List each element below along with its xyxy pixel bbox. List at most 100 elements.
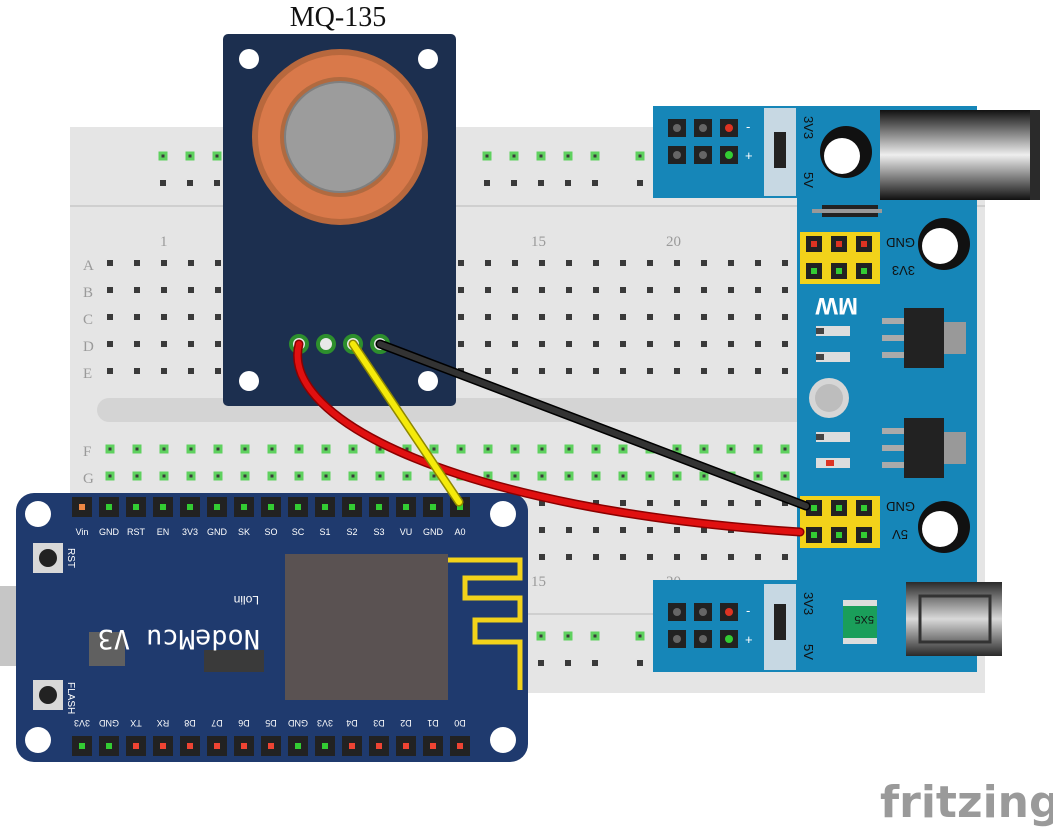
breadboard-hole xyxy=(484,180,490,186)
breadboard-hole xyxy=(563,631,573,641)
breadboard-hole xyxy=(590,151,600,161)
breadboard-hole xyxy=(510,471,520,481)
mount-hole xyxy=(239,49,259,69)
nodemcu-pin-label: GND xyxy=(207,527,228,537)
breadboard-hole xyxy=(728,341,734,347)
wires xyxy=(293,339,811,537)
breadboard-hole xyxy=(485,287,491,293)
nodemcu-pin-dot xyxy=(403,504,409,510)
breadboard-hole xyxy=(647,527,653,533)
breadboard-hole xyxy=(536,151,546,161)
breadboard-hole xyxy=(728,368,734,374)
nodemcu-pin-dot xyxy=(430,743,436,749)
breadboard-hole xyxy=(674,554,680,560)
nodemcu-pin-label: 3V3 xyxy=(317,718,333,728)
breadboard-hole xyxy=(482,151,492,161)
breadboard-hole xyxy=(485,314,491,320)
breadboard-hole xyxy=(537,471,547,481)
breadboard-hole xyxy=(618,444,628,454)
breadboard-hole xyxy=(782,554,788,560)
breadboard-hole xyxy=(107,260,113,266)
breadboard-hole xyxy=(593,260,599,266)
nodemcu-pin-label: A0 xyxy=(454,527,465,537)
breadboard-hole xyxy=(132,444,142,454)
gnd-5v-header: GND 5V xyxy=(800,496,915,548)
usb-connector xyxy=(906,582,1002,656)
row-label-e: E xyxy=(83,366,92,382)
power-module: - + 3V3 5V GND 3V3 MW xyxy=(653,106,1040,672)
breadboard-hole xyxy=(566,554,572,560)
breadboard-hole xyxy=(212,151,222,161)
nodemcu-pin-label: D4 xyxy=(346,718,358,728)
top-plus-label: + xyxy=(745,148,753,163)
nodemcu-pin-label: RST xyxy=(127,527,146,537)
nodemcu-pin-dot xyxy=(349,743,355,749)
nodemcu-pin-label: SC xyxy=(292,527,305,537)
breadboard-hole xyxy=(701,314,707,320)
sensor-title: MQ-135 xyxy=(290,2,386,33)
breadboard-hole xyxy=(161,287,167,293)
breadboard-hole xyxy=(620,368,626,374)
breadboard-hole xyxy=(782,368,788,374)
breadboard-hole xyxy=(647,260,653,266)
breadboard-hole xyxy=(755,500,761,506)
breadboard-hole xyxy=(213,471,223,481)
nodemcu-pin-dot xyxy=(79,743,85,749)
breadboard-hole xyxy=(755,341,761,347)
breadboard-hole xyxy=(214,180,220,186)
breadboard-hole xyxy=(755,368,761,374)
bottom-plus-label: + xyxy=(745,632,753,647)
breadboard-hole xyxy=(539,287,545,293)
column-number-15: 15 xyxy=(531,234,546,250)
nodemcu-mount-hole xyxy=(25,501,51,527)
breadboard-hole xyxy=(107,314,113,320)
breadboard-hole xyxy=(755,260,761,266)
breadboard-hole xyxy=(565,180,571,186)
breadboard-hole xyxy=(188,314,194,320)
breadboard-hole xyxy=(701,527,707,533)
breadboard-hole xyxy=(161,341,167,347)
chip-5x5 xyxy=(843,600,877,644)
nodemcu-pin-label: EN xyxy=(157,527,170,537)
breadboard-hole xyxy=(215,287,221,293)
nodemcu-pin-label: Vin xyxy=(76,527,89,537)
nodemcu-pin-dot xyxy=(214,743,220,749)
breadboard-hole xyxy=(294,444,304,454)
breadboard-hole xyxy=(539,341,545,347)
top-5v-label: 5V xyxy=(801,172,816,188)
usb-chip xyxy=(89,632,125,666)
breadboard-hole xyxy=(620,314,626,320)
row-label-c: C xyxy=(83,312,93,328)
breadboard-hole xyxy=(565,660,571,666)
nodemcu-pin-label: S3 xyxy=(373,527,384,537)
nodemcu-pin-label: 3V3 xyxy=(74,718,90,728)
breadboard-hole xyxy=(647,287,653,293)
bottom-5v-label: 5V xyxy=(801,644,816,660)
gnd-3v3-header: GND 3V3 xyxy=(800,232,915,284)
breadboard-hole xyxy=(105,444,115,454)
breadboard-hole xyxy=(755,314,761,320)
nodemcu-pin-dot xyxy=(268,743,274,749)
mount-hole xyxy=(418,49,438,69)
nodemcu-pin-dot xyxy=(187,504,193,510)
regulator-chip xyxy=(904,418,944,478)
breadboard-hole xyxy=(159,444,169,454)
breadboard-hole xyxy=(620,287,626,293)
breadboard-hole xyxy=(635,631,645,641)
nodemcu-pin-label: VU xyxy=(400,527,413,537)
wire-red xyxy=(294,341,803,535)
breadboard-hole xyxy=(538,180,544,186)
breadboard-hole xyxy=(456,444,466,454)
row-label-b: B xyxy=(83,285,93,301)
breadboard-hole xyxy=(755,554,761,560)
sensor-pin xyxy=(316,334,336,354)
breadboard-hole xyxy=(674,260,680,266)
breadboard-hole xyxy=(755,287,761,293)
breadboard-hole xyxy=(701,500,707,506)
nodemcu-pin-dot xyxy=(457,504,463,510)
breadboard-hole xyxy=(645,471,655,481)
breadboard-center-channel xyxy=(97,398,827,422)
nodemcu-pin-label: D3 xyxy=(373,718,385,728)
nodemcu-pin-label: S1 xyxy=(319,527,330,537)
breadboard-hole xyxy=(728,287,734,293)
